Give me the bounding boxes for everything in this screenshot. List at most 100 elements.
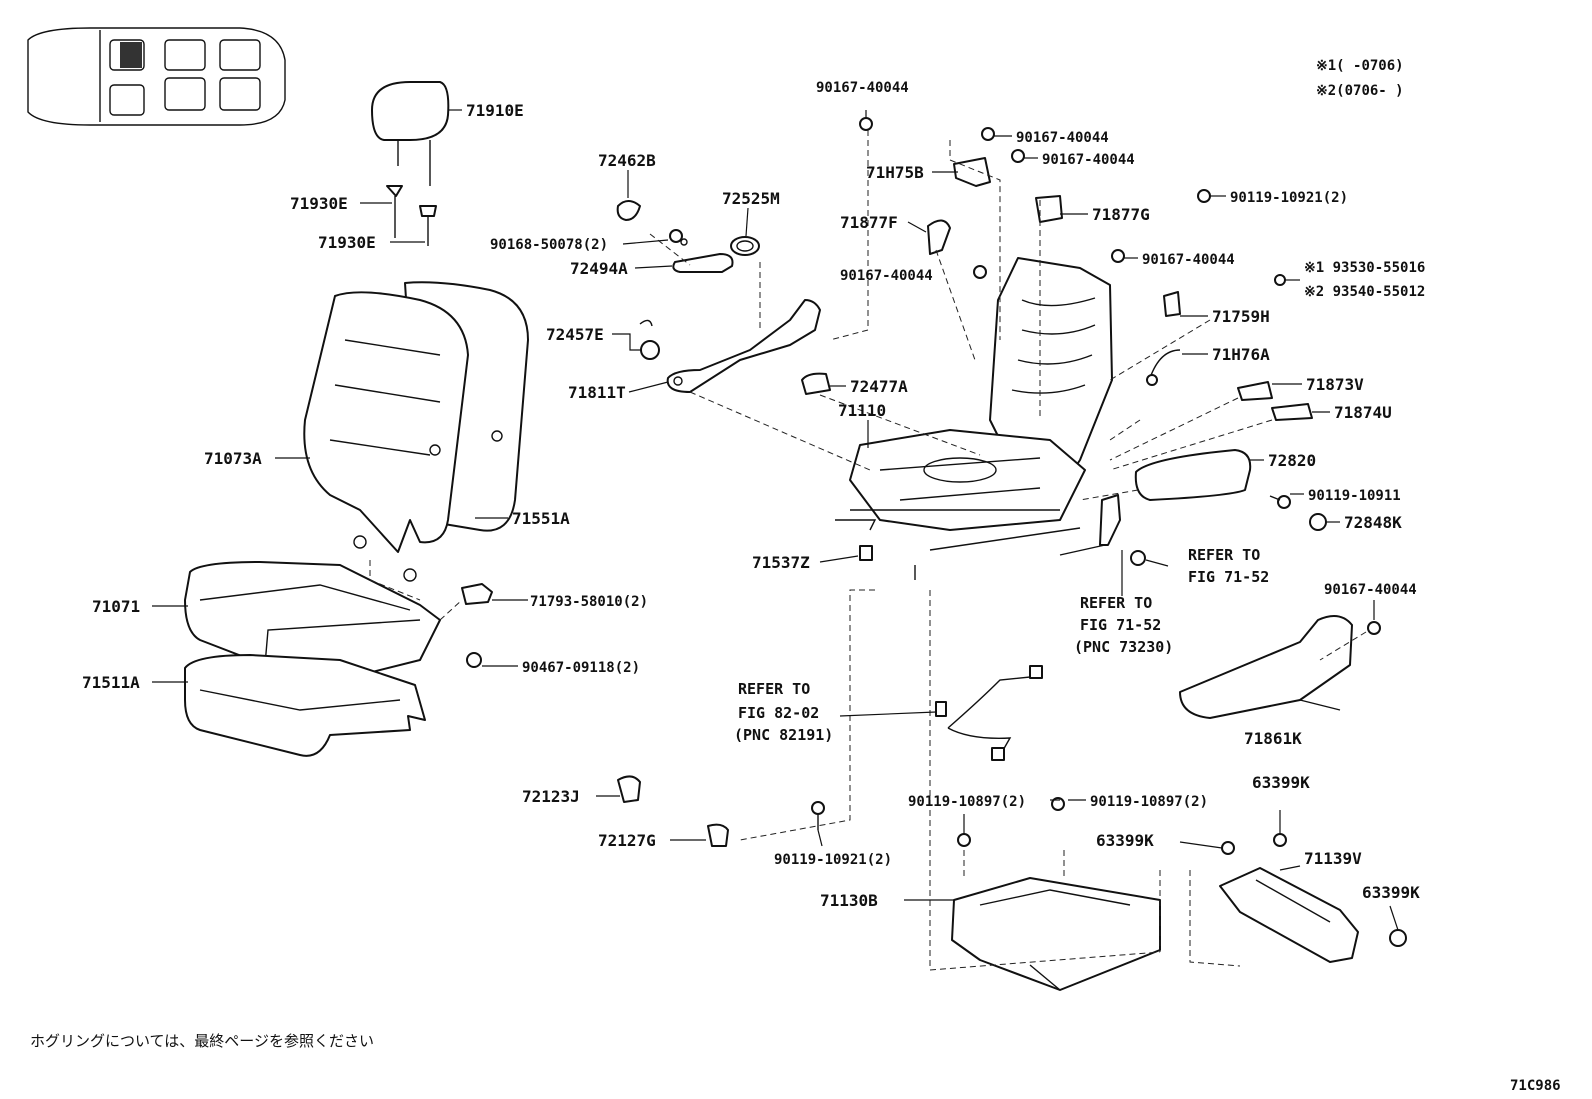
refer-c-line-2: FIG 82-02: [738, 704, 819, 722]
wire-harness: [935, 665, 1043, 761]
cushion-pad: [184, 654, 426, 757]
label-90168-50078[interactable]: 90168-50078(2): [490, 237, 608, 253]
screws-90167: [859, 117, 1381, 635]
clip-71793: [461, 583, 493, 605]
label-90119-10921-lower[interactable]: 90119-10921(2): [774, 852, 892, 868]
label-72127G[interactable]: 72127G: [598, 831, 656, 850]
tray-71130B: [951, 797, 1161, 991]
cover-72477A: [801, 372, 831, 395]
cap-72848K: [1309, 513, 1327, 531]
bolt-90119-10911: [1269, 495, 1291, 509]
label-72123J[interactable]: 72123J: [522, 787, 580, 806]
label-90167-40044-d[interactable]: 90167-40044: [1142, 252, 1235, 268]
cover-71873V: [1237, 381, 1273, 401]
armrest-72820: [1134, 449, 1252, 501]
label-71930E-2[interactable]: 71930E: [318, 233, 376, 252]
refer-note-fig-82-02[interactable]: REFER TO FIG 82-02 (PNC 82191): [734, 680, 833, 744]
refer-a-line-2: FIG 71-52: [1188, 568, 1269, 586]
refer-note-fig-71-52-b[interactable]: REFER TO FIG 71-52 (PNC 73230): [1074, 594, 1173, 656]
label-71877G[interactable]: 71877G: [1092, 205, 1150, 224]
label-90167-40044-c[interactable]: 90167-40044: [840, 268, 933, 284]
label-71874U[interactable]: 71874U: [1334, 403, 1392, 422]
bracket-71877G: [1035, 195, 1063, 223]
label-71130B[interactable]: 71130B: [820, 891, 878, 910]
label-71861K[interactable]: 71861K: [1244, 729, 1302, 748]
label-63399K-c[interactable]: 63399K: [1362, 883, 1420, 902]
cap-72462B: [616, 200, 641, 221]
bolt-90119-10921-lower: [811, 801, 825, 830]
label-72820[interactable]: 72820: [1268, 451, 1316, 470]
label-71873V[interactable]: 71873V: [1306, 375, 1364, 394]
footer-note: ホグリングについては、最終ページを参照ください: [30, 1032, 374, 1050]
label-71H76A[interactable]: 71H76A: [1212, 345, 1270, 364]
label-63399K-b[interactable]: 63399K: [1096, 831, 1154, 850]
label-71073A[interactable]: 71073A: [204, 449, 262, 468]
grommet-90467: [466, 652, 482, 668]
label-90467-09118[interactable]: 90467-09118(2): [522, 660, 640, 676]
label-90167-40044-a[interactable]: 90167-40044: [1016, 130, 1109, 146]
label-93540-55012[interactable]: ※2 93540-55012: [1304, 284, 1425, 300]
label-93530-55016[interactable]: ※1 93530-55016: [1304, 260, 1425, 276]
shield-71811T: [666, 299, 821, 393]
figure-code: 71C986: [1510, 1078, 1561, 1094]
label-72525M[interactable]: 72525M: [722, 189, 780, 208]
clip-72457E: [639, 319, 660, 360]
ring-72525M: [730, 236, 760, 256]
label-72462B[interactable]: 72462B: [598, 151, 656, 170]
label-71759H[interactable]: 71759H: [1212, 307, 1270, 326]
label-71930E-1[interactable]: 71930E: [290, 194, 348, 213]
refer-c-line-1: REFER TO: [738, 680, 810, 698]
leader-lines: [152, 109, 1399, 931]
bracket-71H75B: [953, 157, 991, 187]
label-90167-40044-e[interactable]: 90167-40044: [1324, 582, 1417, 598]
label-72494A[interactable]: 72494A: [570, 259, 628, 278]
label-90119-10911[interactable]: 90119-10911: [1308, 488, 1401, 504]
legend-line-2: ※2(0706- ): [1316, 83, 1404, 99]
screw-90168: [669, 229, 688, 246]
label-71110[interactable]: 71110: [838, 401, 886, 420]
label-72457E[interactable]: 72457E: [546, 325, 604, 344]
refer-b-line-2: FIG 71-52: [1080, 616, 1161, 634]
label-71551A[interactable]: 71551A: [512, 509, 570, 528]
tray-71139V: [1219, 833, 1407, 963]
refer-b-line-1: REFER TO: [1080, 594, 1152, 612]
label-71877F[interactable]: 71877F: [840, 213, 898, 232]
bracket-71759H: [1163, 291, 1181, 317]
label-71511A[interactable]: 71511A: [82, 673, 140, 692]
label-72477A[interactable]: 72477A: [850, 377, 908, 396]
side-cover-71861K: [1179, 615, 1353, 719]
headrest: [371, 81, 450, 186]
refer-c-line-3: (PNC 82191): [734, 726, 833, 744]
label-90119-10897-b[interactable]: 90119-10897(2): [1090, 794, 1208, 810]
headrest-guide: [386, 185, 437, 246]
handle-72494A: [672, 253, 734, 273]
label-71811T[interactable]: 71811T: [568, 383, 626, 402]
dashed-lines: [369, 130, 1367, 971]
seatback-cover: [303, 281, 529, 553]
refer-a-line-1: REFER TO: [1188, 546, 1260, 564]
cover-71874U: [1271, 403, 1313, 421]
label-72848K[interactable]: 72848K: [1344, 513, 1402, 532]
seat-frame: [835, 257, 1113, 580]
cover-72123J: [617, 775, 641, 803]
label-71793-58010[interactable]: 71793-58010(2): [530, 594, 648, 610]
label-90119-10921-upper[interactable]: 90119-10921(2): [1230, 190, 1348, 206]
label-63399K-a[interactable]: 63399K: [1252, 773, 1310, 792]
legend-line-1: ※1( -0706): [1316, 58, 1404, 74]
label-90167-40044-b[interactable]: 90167-40044: [1042, 152, 1135, 168]
label-71537Z[interactable]: 71537Z: [752, 553, 810, 572]
refer-note-fig-71-52-a[interactable]: REFER TO FIG 71-52: [1188, 546, 1269, 586]
label-90167-40044-top[interactable]: 90167-40044: [816, 80, 909, 96]
label-90119-10897-a[interactable]: 90119-10897(2): [908, 794, 1026, 810]
refer-b-line-3: (PNC 73230): [1074, 638, 1173, 656]
recline-lever: [1059, 494, 1146, 566]
wire-71H76A: [1146, 349, 1181, 386]
cover-72127G: [707, 823, 729, 847]
label-71071[interactable]: 71071: [92, 597, 140, 616]
label-71139V[interactable]: 71139V: [1304, 849, 1362, 868]
label-71910E[interactable]: 71910E: [466, 101, 524, 120]
bracket-71877F: [927, 219, 951, 255]
label-71H75B[interactable]: 71H75B: [866, 163, 924, 182]
vehicle-location-thumbnail: [27, 27, 286, 126]
